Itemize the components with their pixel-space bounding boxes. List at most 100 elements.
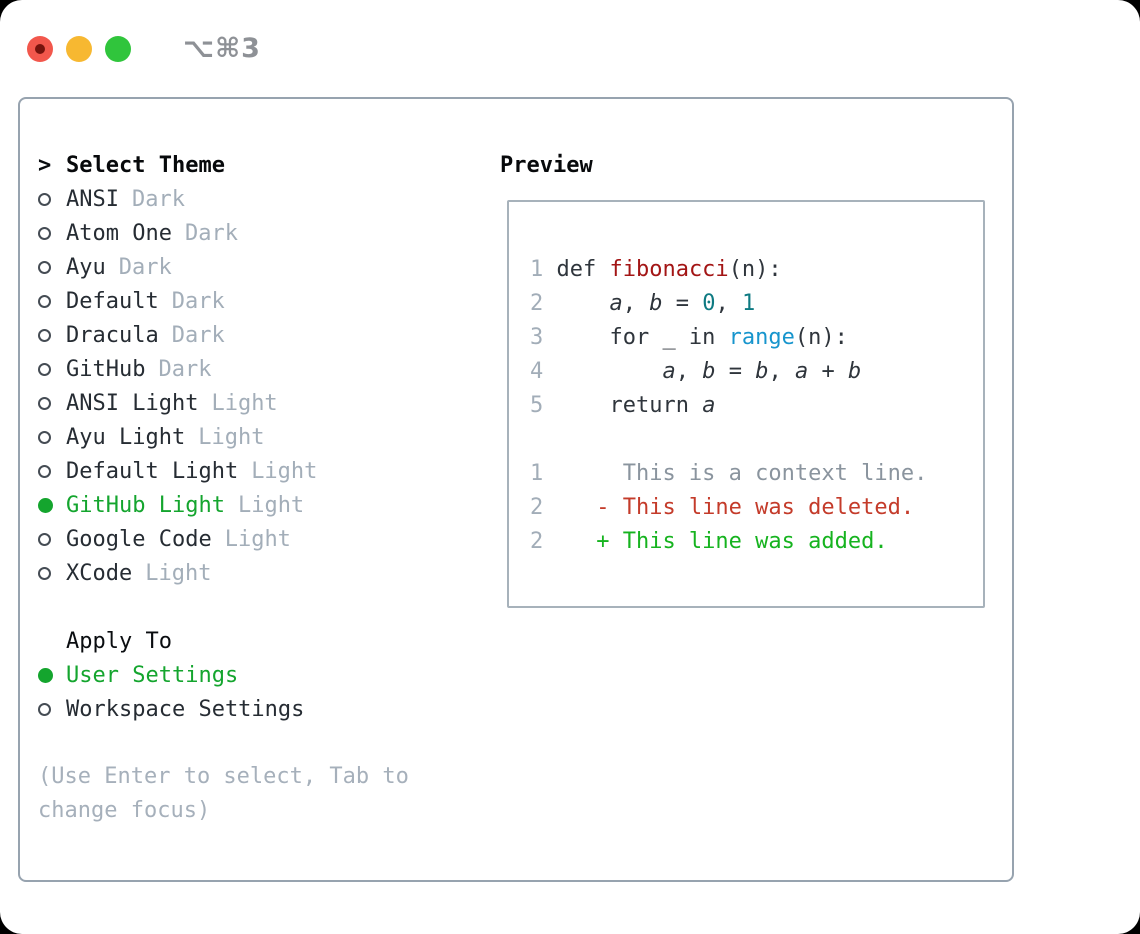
item-variant: Dark: [131, 186, 185, 212]
select-theme-header: > Select Theme: [38, 148, 500, 182]
code-token-builtin: range: [728, 325, 795, 350]
window-title: ⌥⌘3: [183, 33, 261, 64]
code-token-plain: [556, 359, 662, 384]
theme-list-item[interactable]: Dracula Dark: [38, 318, 500, 352]
hint-line: (Use Enter to select, Tab to: [38, 764, 409, 789]
code-line: [530, 423, 975, 457]
line-number: 2: [530, 291, 544, 316]
code-token-number: 1: [741, 291, 756, 316]
theme-list-item[interactable]: GitHub Dark: [38, 352, 500, 386]
code-line: 2 a, b = 0, 1: [530, 287, 975, 321]
code-token-plain: ,: [622, 291, 650, 316]
code-token-var: b: [755, 359, 769, 384]
apply-option[interactable]: User Settings: [38, 658, 500, 692]
apply-to-label: Apply To: [66, 628, 172, 654]
apply-to-header: Apply To: [38, 624, 500, 658]
radio-selected-icon: [38, 667, 53, 683]
select-theme-label: Select Theme: [66, 152, 225, 178]
code-token-plain: (n):: [794, 325, 848, 350]
theme-list-item[interactable]: Google Code Light: [38, 522, 500, 556]
radio-icon: [38, 294, 51, 308]
focus-chevron-icon: >: [38, 152, 52, 178]
code-line: 2 + This line was added.: [530, 525, 975, 559]
item-variant: Dark: [184, 220, 238, 246]
spacer: [38, 726, 500, 760]
apply-option[interactable]: Workspace Settings: [38, 692, 500, 726]
code-token-plain: =: [662, 291, 703, 316]
line-number: 1: [530, 257, 544, 282]
item-label: Google Code: [66, 526, 212, 552]
hint-line: change focus): [38, 798, 211, 823]
code-token-plain: def: [556, 257, 610, 282]
item-label: ANSI Light: [66, 390, 199, 416]
radio-icon: [38, 464, 51, 478]
radio-icon: [38, 566, 51, 580]
code-line: 5 return a: [530, 389, 975, 423]
spacer: [38, 590, 500, 624]
titlebar: ⌥⌘3: [0, 0, 1140, 72]
radio-icon: [38, 702, 51, 716]
item-label: User Settings: [66, 662, 239, 688]
line-number: 5: [530, 393, 544, 418]
item-variant: Dark: [171, 288, 225, 314]
code-token-var: a: [702, 393, 716, 418]
radio-icon: [38, 362, 51, 376]
item-label: Default Light: [66, 458, 239, 484]
radio-icon: [38, 192, 51, 206]
preview-title: Preview: [500, 152, 593, 178]
code-token-var: a: [662, 359, 676, 384]
radio-icon: [38, 226, 51, 240]
zoom-button[interactable]: [105, 35, 131, 62]
radio-icon: [38, 260, 51, 274]
code-token-plain: +: [808, 359, 848, 384]
code-token-context: This is a context line.: [556, 461, 928, 486]
item-label: Ayu: [66, 254, 106, 280]
line-number: 1: [530, 461, 544, 486]
code-token-deleted: - This line was deleted.: [556, 495, 915, 520]
code-token-plain: ,: [768, 359, 795, 384]
theme-list-item[interactable]: ANSI Light Light: [38, 386, 500, 420]
item-label: Ayu Light: [66, 424, 186, 450]
item-variant: Light: [211, 390, 278, 416]
radio-icon: [38, 328, 51, 342]
minimize-button[interactable]: [66, 35, 92, 62]
item-label: Atom One: [66, 220, 172, 246]
close-button[interactable]: [27, 35, 53, 62]
radio-icon: [38, 396, 51, 410]
item-variant: Light: [145, 560, 212, 586]
item-label: Dracula: [66, 322, 159, 348]
code-token-plain: ,: [715, 291, 742, 316]
theme-list-item[interactable]: Default Dark: [38, 284, 500, 318]
line-number: 2: [530, 495, 544, 520]
code-line: 1 This is a context line.: [530, 457, 975, 491]
code-token-plain: return: [556, 393, 703, 418]
code-token-var: b: [847, 359, 862, 384]
item-label: Default: [66, 288, 159, 314]
theme-list-item[interactable]: Atom One Dark: [38, 216, 500, 250]
item-variant: Light: [224, 526, 291, 552]
item-variant: Dark: [158, 356, 212, 382]
code-token-func: fibonacci: [609, 257, 729, 282]
code-line: 2 - This line was deleted.: [530, 491, 975, 525]
code-token-var: b: [649, 291, 663, 316]
item-variant: Dark: [171, 322, 225, 348]
code-token-var: a: [609, 291, 623, 316]
item-variant: Light: [198, 424, 265, 450]
item-label: Workspace Settings: [66, 696, 305, 722]
code-token-plain: [556, 291, 609, 316]
item-label: GitHub: [66, 356, 146, 382]
theme-list-item[interactable]: Ayu Light Light: [38, 420, 500, 454]
